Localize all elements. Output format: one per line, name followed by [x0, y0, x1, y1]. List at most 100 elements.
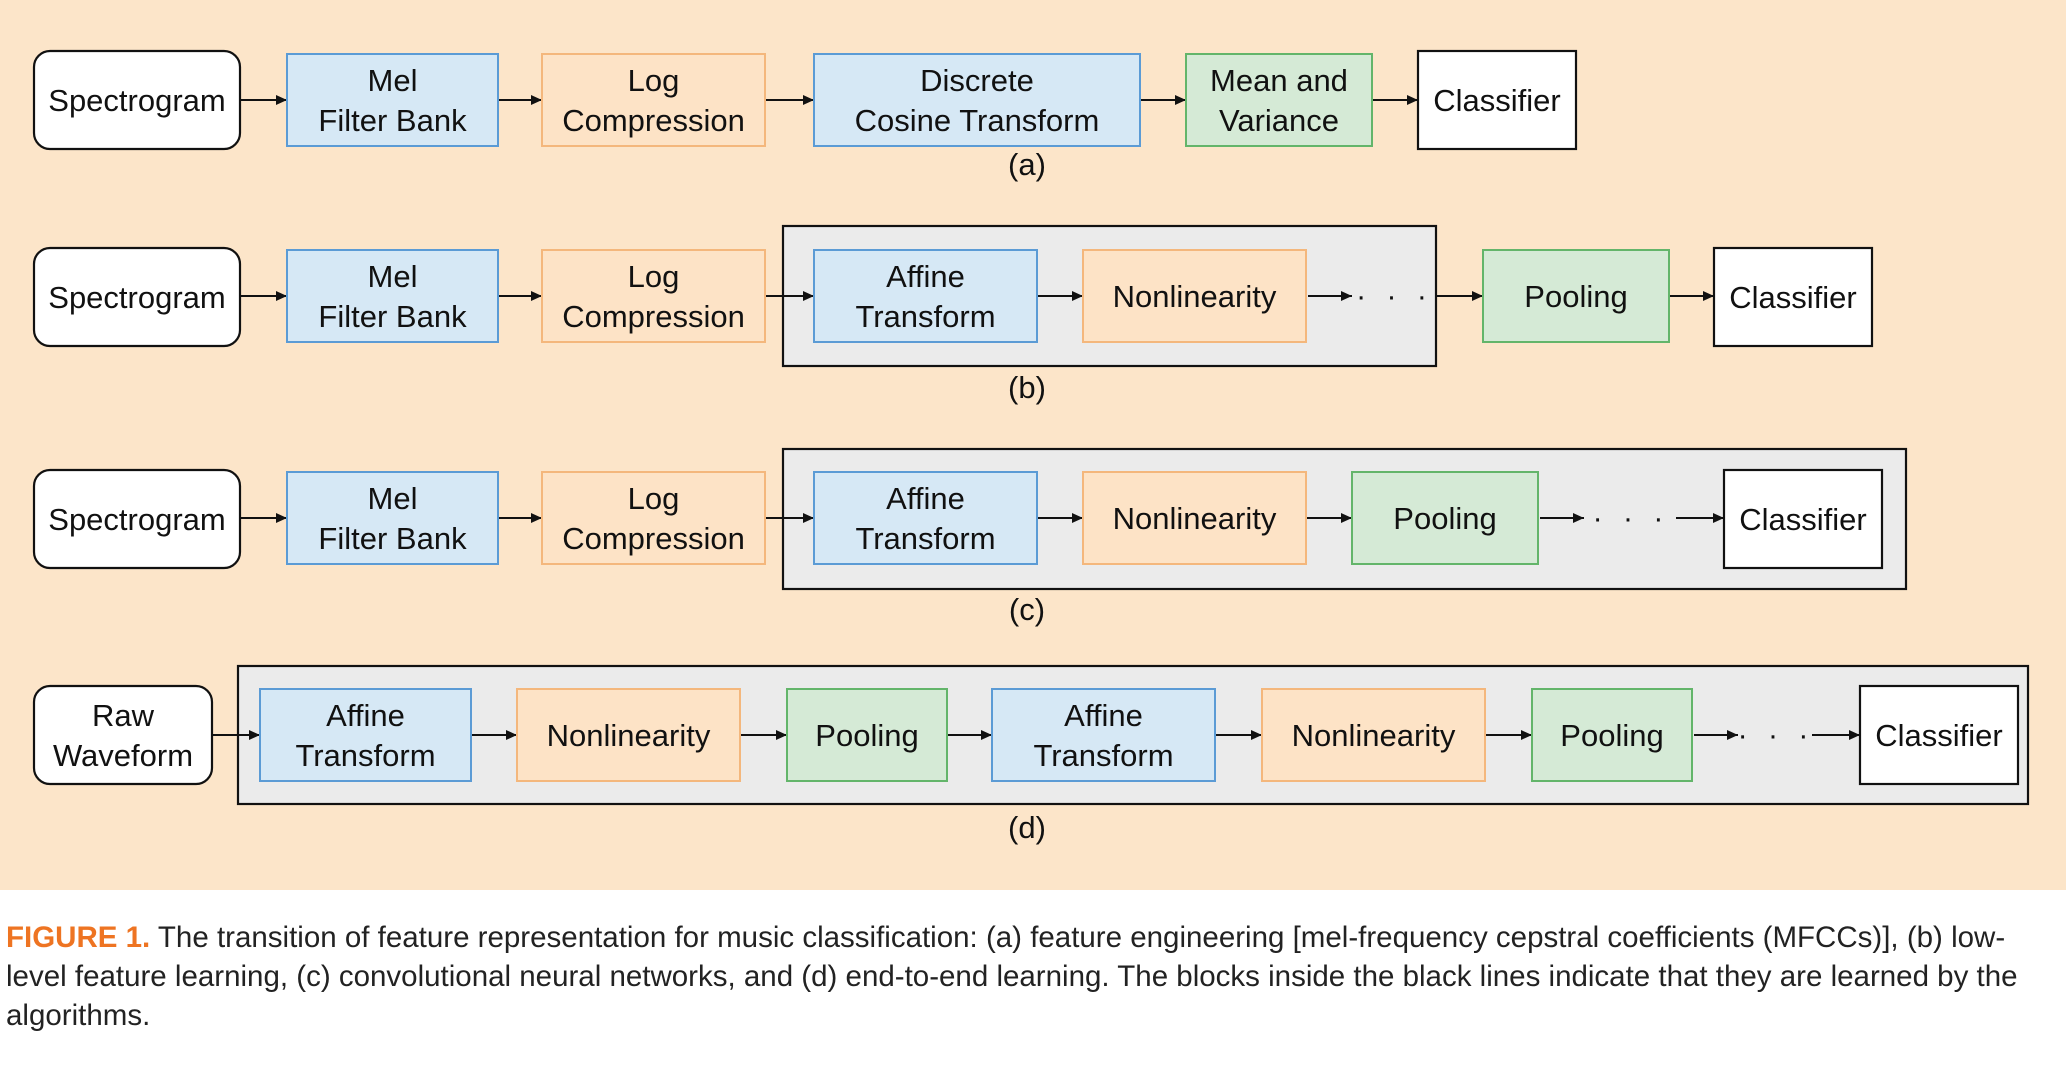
node-d-pooling1: Pooling: [786, 688, 948, 782]
node-box: [1082, 471, 1307, 565]
node-label: Nonlinearity: [547, 718, 711, 753]
node-label: Spectrogram: [48, 502, 225, 537]
node-label: Spectrogram: [48, 83, 225, 118]
ellipsis-marker: · · ·: [1356, 280, 1433, 313]
node-label: Affine: [886, 481, 965, 516]
node-c-classifier: Classifier: [1722, 468, 1884, 570]
node-box: [1858, 684, 2020, 786]
node-box: [1082, 249, 1307, 343]
node-label: Classifier: [1739, 502, 1866, 537]
node-label: Pooling: [1560, 718, 1663, 753]
node-c-nonlin: Nonlinearity: [1082, 471, 1307, 565]
node-c-pooling: Pooling: [1351, 471, 1539, 565]
node-label: Filter Bank: [318, 103, 467, 138]
node-label: Mel: [368, 259, 418, 294]
node-label: Nonlinearity: [1292, 718, 1456, 753]
node-label: Raw: [92, 698, 155, 733]
node-box: [286, 249, 499, 343]
node-label: Affine: [886, 259, 965, 294]
node-label: Compression: [562, 299, 745, 334]
node-b-spectrogram: Spectrogram: [32, 246, 242, 348]
node-box: [1712, 246, 1874, 348]
node-label: Waveform: [53, 738, 193, 773]
node-box: [541, 53, 766, 147]
node-box: [1482, 249, 1670, 343]
node-a-classifier: Classifier: [1416, 49, 1578, 151]
figure-label: FIGURE 1.: [6, 921, 151, 954]
node-label: Filter Bank: [318, 299, 467, 334]
node-b-pooling: Pooling: [1482, 249, 1670, 343]
node-label: Affine: [1064, 698, 1143, 733]
node-box: [1416, 49, 1578, 151]
node-box: [286, 471, 499, 565]
node-box: [32, 246, 242, 348]
node-label: Classifier: [1875, 718, 2002, 753]
subfigure-label-b: (b): [1008, 370, 1046, 405]
node-label: Compression: [562, 103, 745, 138]
node-label: Classifier: [1729, 280, 1856, 315]
node-box: [286, 53, 499, 147]
node-label: Filter Bank: [318, 521, 467, 556]
node-box: [1261, 688, 1486, 782]
node-label: Transform: [855, 299, 995, 334]
node-box: [786, 688, 948, 782]
node-label: Pooling: [1524, 279, 1627, 314]
node-label: Log: [628, 63, 680, 98]
node-d-classifier: Classifier: [1858, 684, 2020, 786]
node-label: Discrete: [920, 63, 1034, 98]
node-box: [516, 688, 741, 782]
subfigure-label-a: (a): [1008, 147, 1046, 182]
node-d-nonlin2: Nonlinearity: [1261, 688, 1486, 782]
node-box: [541, 471, 766, 565]
node-d-pooling2: Pooling: [1531, 688, 1693, 782]
node-label: Mel: [368, 63, 418, 98]
node-box: [813, 471, 1038, 565]
ellipsis-marker: · · ·: [1593, 502, 1670, 535]
node-label: Classifier: [1433, 83, 1560, 118]
node-box: [1722, 468, 1884, 570]
node-box: [991, 688, 1216, 782]
node-label: Affine: [326, 698, 405, 733]
node-b-classifier: Classifier: [1712, 246, 1874, 348]
node-box: [259, 688, 472, 782]
node-label: Nonlinearity: [1113, 279, 1277, 314]
node-box: [813, 249, 1038, 343]
node-box: [32, 49, 242, 151]
node-label: Variance: [1219, 103, 1339, 138]
node-box: [32, 468, 242, 570]
node-label: Spectrogram: [48, 280, 225, 315]
node-label: Nonlinearity: [1113, 501, 1277, 536]
figure-caption: FIGURE 1. The transition of feature repr…: [6, 918, 2056, 1035]
caption-text: The transition of feature representation…: [6, 921, 2018, 1032]
ellipsis-marker: · · ·: [1738, 719, 1815, 752]
node-label: Pooling: [815, 718, 918, 753]
node-box: [1185, 53, 1373, 147]
node-label: Pooling: [1393, 501, 1496, 536]
node-label: Transform: [855, 521, 995, 556]
node-label: Log: [628, 481, 680, 516]
node-d-nonlin1: Nonlinearity: [516, 688, 741, 782]
node-label: Compression: [562, 521, 745, 556]
node-b-nonlin: Nonlinearity: [1082, 249, 1307, 343]
node-box: [1351, 471, 1539, 565]
node-box: [813, 53, 1141, 147]
node-label: Mean and: [1210, 63, 1348, 98]
node-label: Transform: [1033, 738, 1173, 773]
node-box: [541, 249, 766, 343]
node-label: Mel: [368, 481, 418, 516]
node-c-spectrogram: Spectrogram: [32, 468, 242, 570]
node-label: Transform: [295, 738, 435, 773]
node-a-spectrogram: Spectrogram: [32, 49, 242, 151]
